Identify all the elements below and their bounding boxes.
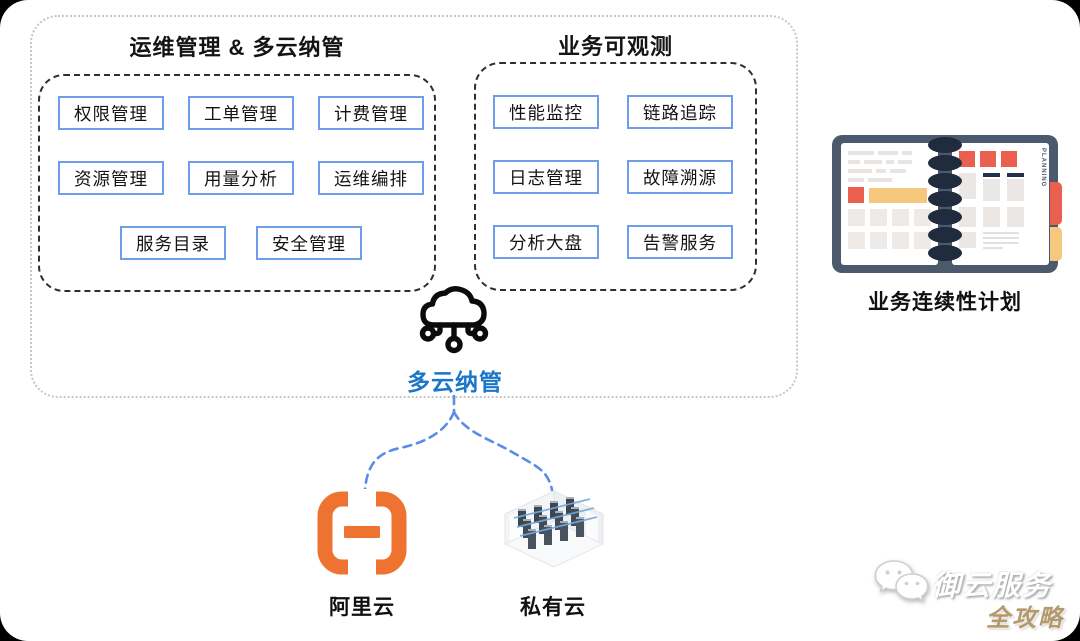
capability-box: 运维编排 xyxy=(318,161,424,195)
spiral-ring xyxy=(928,209,962,225)
ops-section: 权限管理 工单管理 计费管理 资源管理 用量分析 运维编排 服务目录 安全管理 xyxy=(38,74,436,292)
ops-section-title: 运维管理 & 多云纳管 xyxy=(129,35,345,60)
provider-label-alibaba: 阿里云 xyxy=(329,596,395,619)
capability-box: 工单管理 xyxy=(188,96,294,130)
platform-frame xyxy=(30,15,798,398)
planner-highlight-square xyxy=(848,187,864,203)
provider-label-private: 私有云 xyxy=(520,596,586,619)
capability-box: 资源管理 xyxy=(58,161,164,195)
wechat-icon xyxy=(874,560,929,603)
planner-left-page xyxy=(841,143,938,265)
hub-label: 多云纳管 xyxy=(407,369,503,395)
capability-box: 告警服务 xyxy=(627,225,733,259)
spiral-ring xyxy=(928,137,962,153)
spiral-ring xyxy=(928,173,962,189)
capability-box: 链路追踪 xyxy=(627,95,733,129)
watermark-tagline: 全攻略 xyxy=(986,605,1064,632)
capability-box: 计费管理 xyxy=(318,96,424,130)
capability-box: 日志管理 xyxy=(493,160,599,194)
capability-box: 用量分析 xyxy=(188,161,294,195)
spiral-ring xyxy=(928,155,962,171)
planner-right-page: PLANNING xyxy=(952,143,1049,265)
capability-box: 权限管理 xyxy=(58,96,164,130)
planner-highlight-bar xyxy=(869,187,927,203)
cloud-network-icon xyxy=(419,286,489,354)
server-room-icon xyxy=(504,490,604,568)
spiral-ring xyxy=(928,191,962,207)
obs-section-title: 业务可观测 xyxy=(557,34,673,59)
planner-tab-red xyxy=(1050,182,1062,225)
connector-lines xyxy=(363,394,554,492)
planner-planning-text: PLANNING xyxy=(1040,148,1046,188)
planner-tab-tan xyxy=(1050,227,1062,261)
capability-box: 服务目录 xyxy=(120,226,226,260)
capability-box: 性能监控 xyxy=(493,95,599,129)
planner-notebook: PLANNING xyxy=(832,135,1062,273)
obs-section: 性能监控 链路追踪 日志管理 故障溯源 分析大盘 告警服务 xyxy=(474,62,757,291)
spiral-ring xyxy=(928,227,962,243)
watermark: 御云服务 全攻略 xyxy=(870,556,1080,641)
bcp-label: 业务连续性计划 xyxy=(868,291,1022,314)
alibaba-cloud-logo xyxy=(317,489,407,577)
watermark-brand: 御云服务 xyxy=(932,570,1053,601)
spiral-ring xyxy=(928,245,962,261)
capability-box: 故障溯源 xyxy=(627,160,733,194)
capability-box: 分析大盘 xyxy=(493,225,599,259)
capability-box: 安全管理 xyxy=(256,226,362,260)
